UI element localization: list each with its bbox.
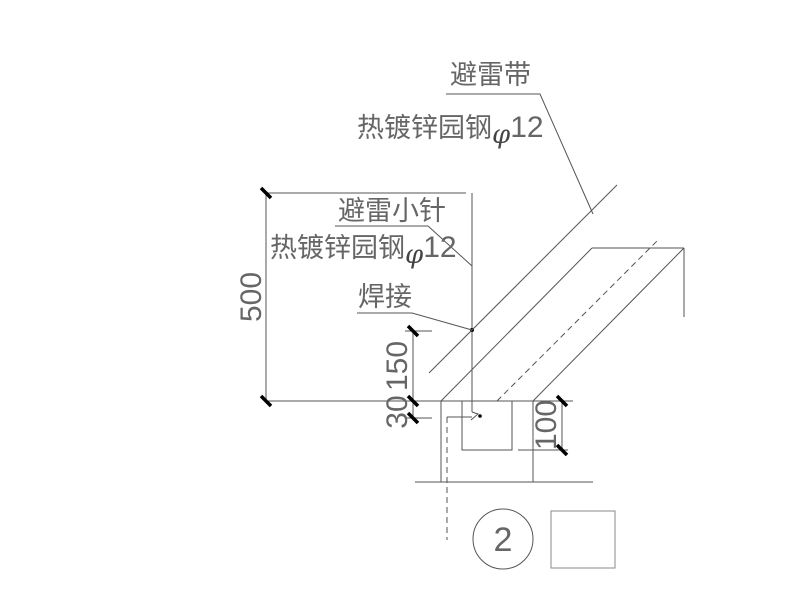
label-air-terminal: 避雷小针 — [338, 196, 446, 227]
leader-air-terminal — [335, 225, 473, 267]
dimension-100-label: 100 — [530, 400, 563, 450]
leader-lightning-strip — [446, 93, 594, 215]
leader-weld — [357, 312, 473, 331]
parapet — [415, 400, 593, 483]
dimension-500-label: 500 — [235, 272, 268, 322]
dimension-100: 100 — [518, 394, 569, 457]
label-terminal-material: 热镀锌园钢φ12 — [270, 231, 457, 270]
label-lightning-strip: 避雷带 — [450, 60, 531, 91]
lightning-strip-line — [428, 184, 618, 374]
dimension-500: 500 — [235, 186, 573, 408]
dimension-150-30: 150 30 — [381, 324, 432, 429]
detail-marker: 2 — [472, 508, 616, 570]
label-strip-material: 热镀锌园钢φ12 — [357, 111, 544, 150]
dimension-30-label: 30 — [381, 395, 414, 428]
label-weld: 焊接 — [358, 282, 412, 313]
roof-slab — [440, 239, 685, 402]
dimension-150-label: 150 — [381, 341, 414, 391]
detail-number: 2 — [494, 521, 513, 559]
